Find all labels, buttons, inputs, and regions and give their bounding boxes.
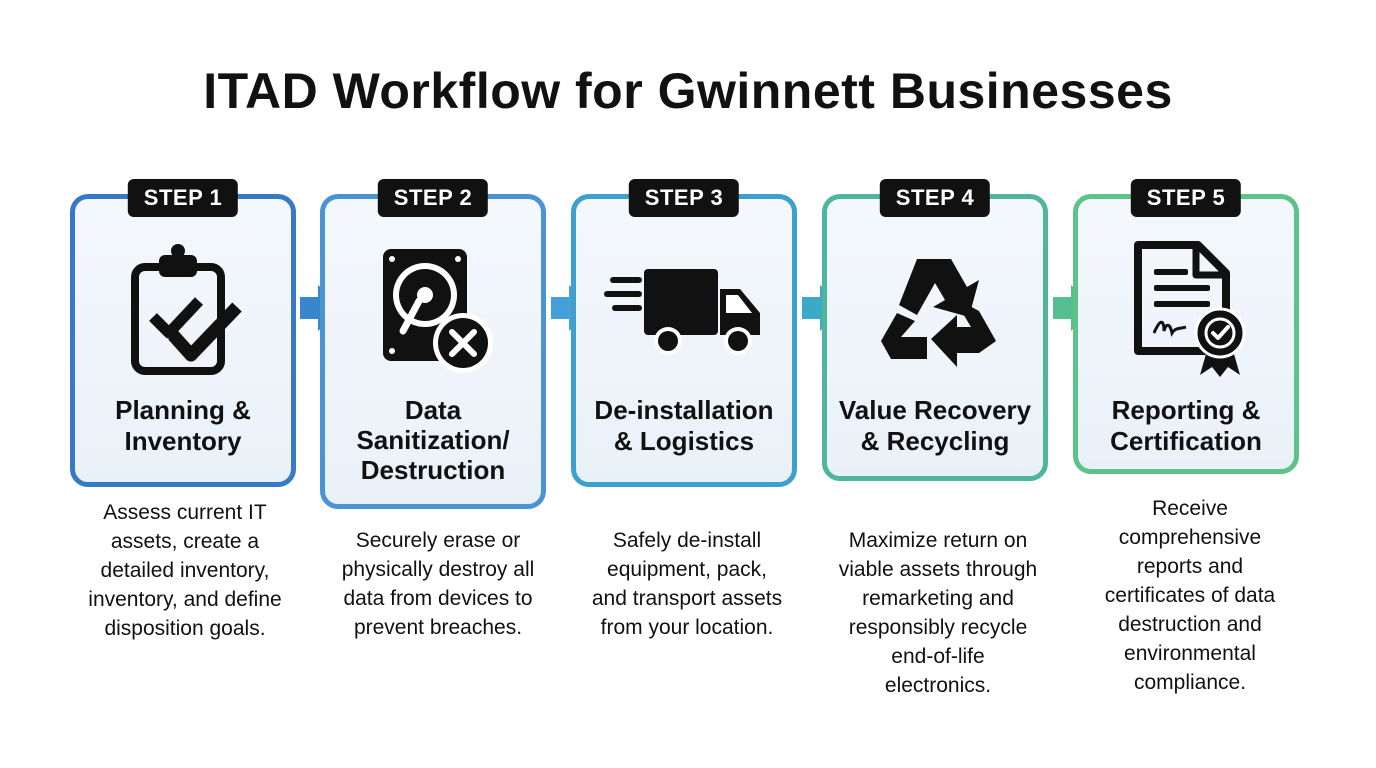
step-title: Reporting & Certification — [1110, 395, 1262, 456]
step-card-1: STEP 1 Planning & Inventory — [70, 179, 296, 487]
step-description: Assess current IT assets, create a detai… — [88, 501, 282, 640]
delivery-truck-icon — [604, 239, 764, 379]
step-card-2: STEP 2 Data Sanitization/ Destruction — [320, 179, 546, 509]
step-description: Safely de-install equipment, pack, and t… — [591, 529, 783, 639]
step-badge: STEP 4 — [879, 179, 991, 217]
step-title: Planning & Inventory — [115, 395, 251, 456]
step-card-4: STEP 4 Value Recovery & Recycling — [822, 179, 1048, 481]
clipboard-check-icon — [113, 239, 253, 379]
certificate-document-icon — [1116, 239, 1256, 379]
step-title: Value Recovery & Recycling — [838, 395, 1032, 456]
step-title: Data Sanitization/ Destruction — [356, 395, 510, 485]
step-description: Receive comprehensive reports and certif… — [1104, 497, 1276, 694]
page-title: ITAD Workflow for Gwinnett Businesses — [203, 63, 1173, 119]
recycle-icon — [865, 239, 1005, 379]
step-badge: STEP 1 — [127, 179, 239, 217]
step-card-3: STEP 3 De-installation & Logistics — [571, 179, 797, 487]
hard-drive-x-icon — [363, 239, 503, 379]
step-badge: STEP 2 — [377, 179, 489, 217]
step-title: De-installation & Logistics — [594, 395, 774, 456]
step-card-5: STEP 5 Reporting & Certification — [1073, 179, 1299, 474]
step-description: Maximize return on viable assets through… — [838, 529, 1038, 697]
step-badge: STEP 3 — [628, 179, 740, 217]
step-badge: STEP 5 — [1130, 179, 1242, 217]
step-description: Securely erase or physically destroy all… — [341, 529, 535, 639]
